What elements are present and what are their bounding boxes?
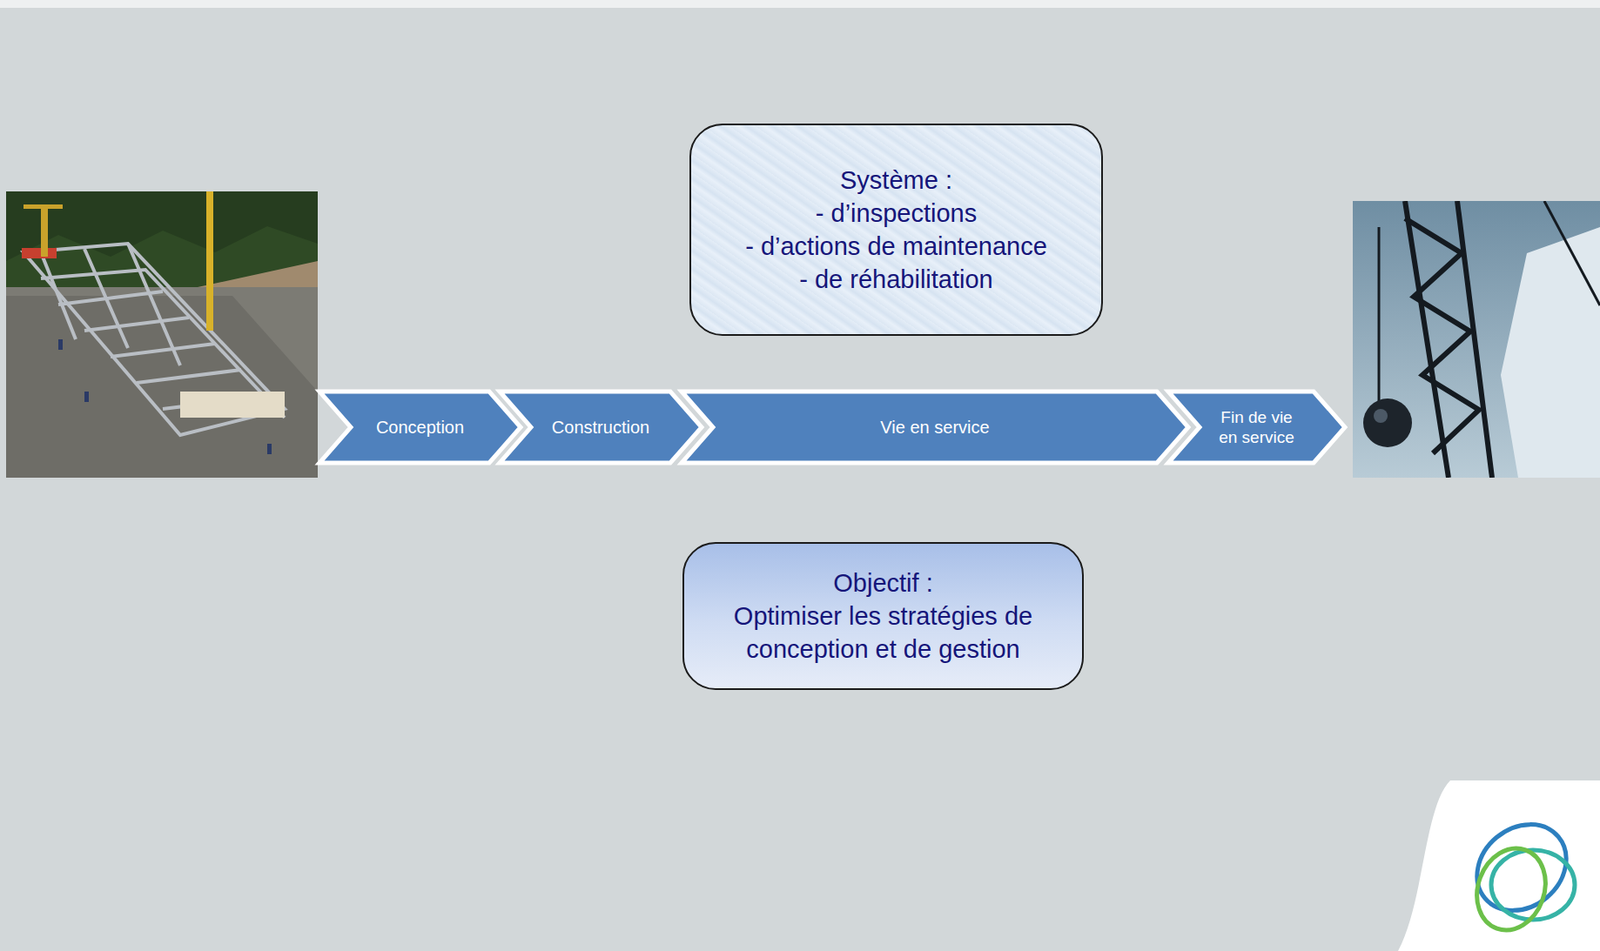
node-text: - de réhabilitation bbox=[799, 262, 993, 296]
phase-chevron: Fin de vie en service bbox=[1168, 391, 1345, 464]
chevron-outline bbox=[1168, 391, 1345, 464]
node-content: Fin de vie en service bbox=[1168, 391, 1345, 464]
chevron-outline bbox=[499, 391, 702, 464]
chevron-outline bbox=[681, 391, 1189, 464]
node-text: Construction bbox=[551, 416, 650, 439]
chevron-shape bbox=[1168, 391, 1345, 464]
node-content: Conception bbox=[319, 391, 521, 464]
box-heading: Système : bbox=[840, 163, 953, 197]
logo-corner bbox=[1398, 780, 1600, 951]
node-content: Système :- d’inspections- d’actions de m… bbox=[691, 125, 1102, 335]
node-text: Fin de vie en service bbox=[1213, 407, 1301, 448]
node-content: Construction bbox=[499, 391, 702, 464]
bridge-construction-photo bbox=[6, 191, 318, 478]
node-text: Conception bbox=[376, 416, 464, 439]
system-box: Système :- d’inspections- d’actions de m… bbox=[689, 123, 1103, 337]
phase-chevron: Vie en service bbox=[681, 391, 1189, 464]
node-text: Optimiser les stratégies de conception e… bbox=[706, 599, 1060, 666]
node-text: - d’inspections bbox=[815, 196, 977, 230]
box-heading: Objectif : bbox=[833, 566, 933, 600]
node-content: Objectif :Optimiser les stratégies de co… bbox=[684, 544, 1083, 689]
objective-box: Objectif :Optimiser les stratégies de co… bbox=[682, 542, 1084, 691]
node-text: Vie en service bbox=[880, 416, 989, 439]
phase-chevron: Conception bbox=[319, 391, 521, 464]
phase-chevron: Construction bbox=[499, 391, 702, 464]
top-strip bbox=[0, 0, 1600, 8]
chevron-outline bbox=[319, 391, 521, 464]
node-text: - d’actions de maintenance bbox=[745, 229, 1048, 263]
demolition-crane-photo bbox=[1352, 201, 1600, 478]
node-content: Vie en service bbox=[681, 391, 1189, 464]
